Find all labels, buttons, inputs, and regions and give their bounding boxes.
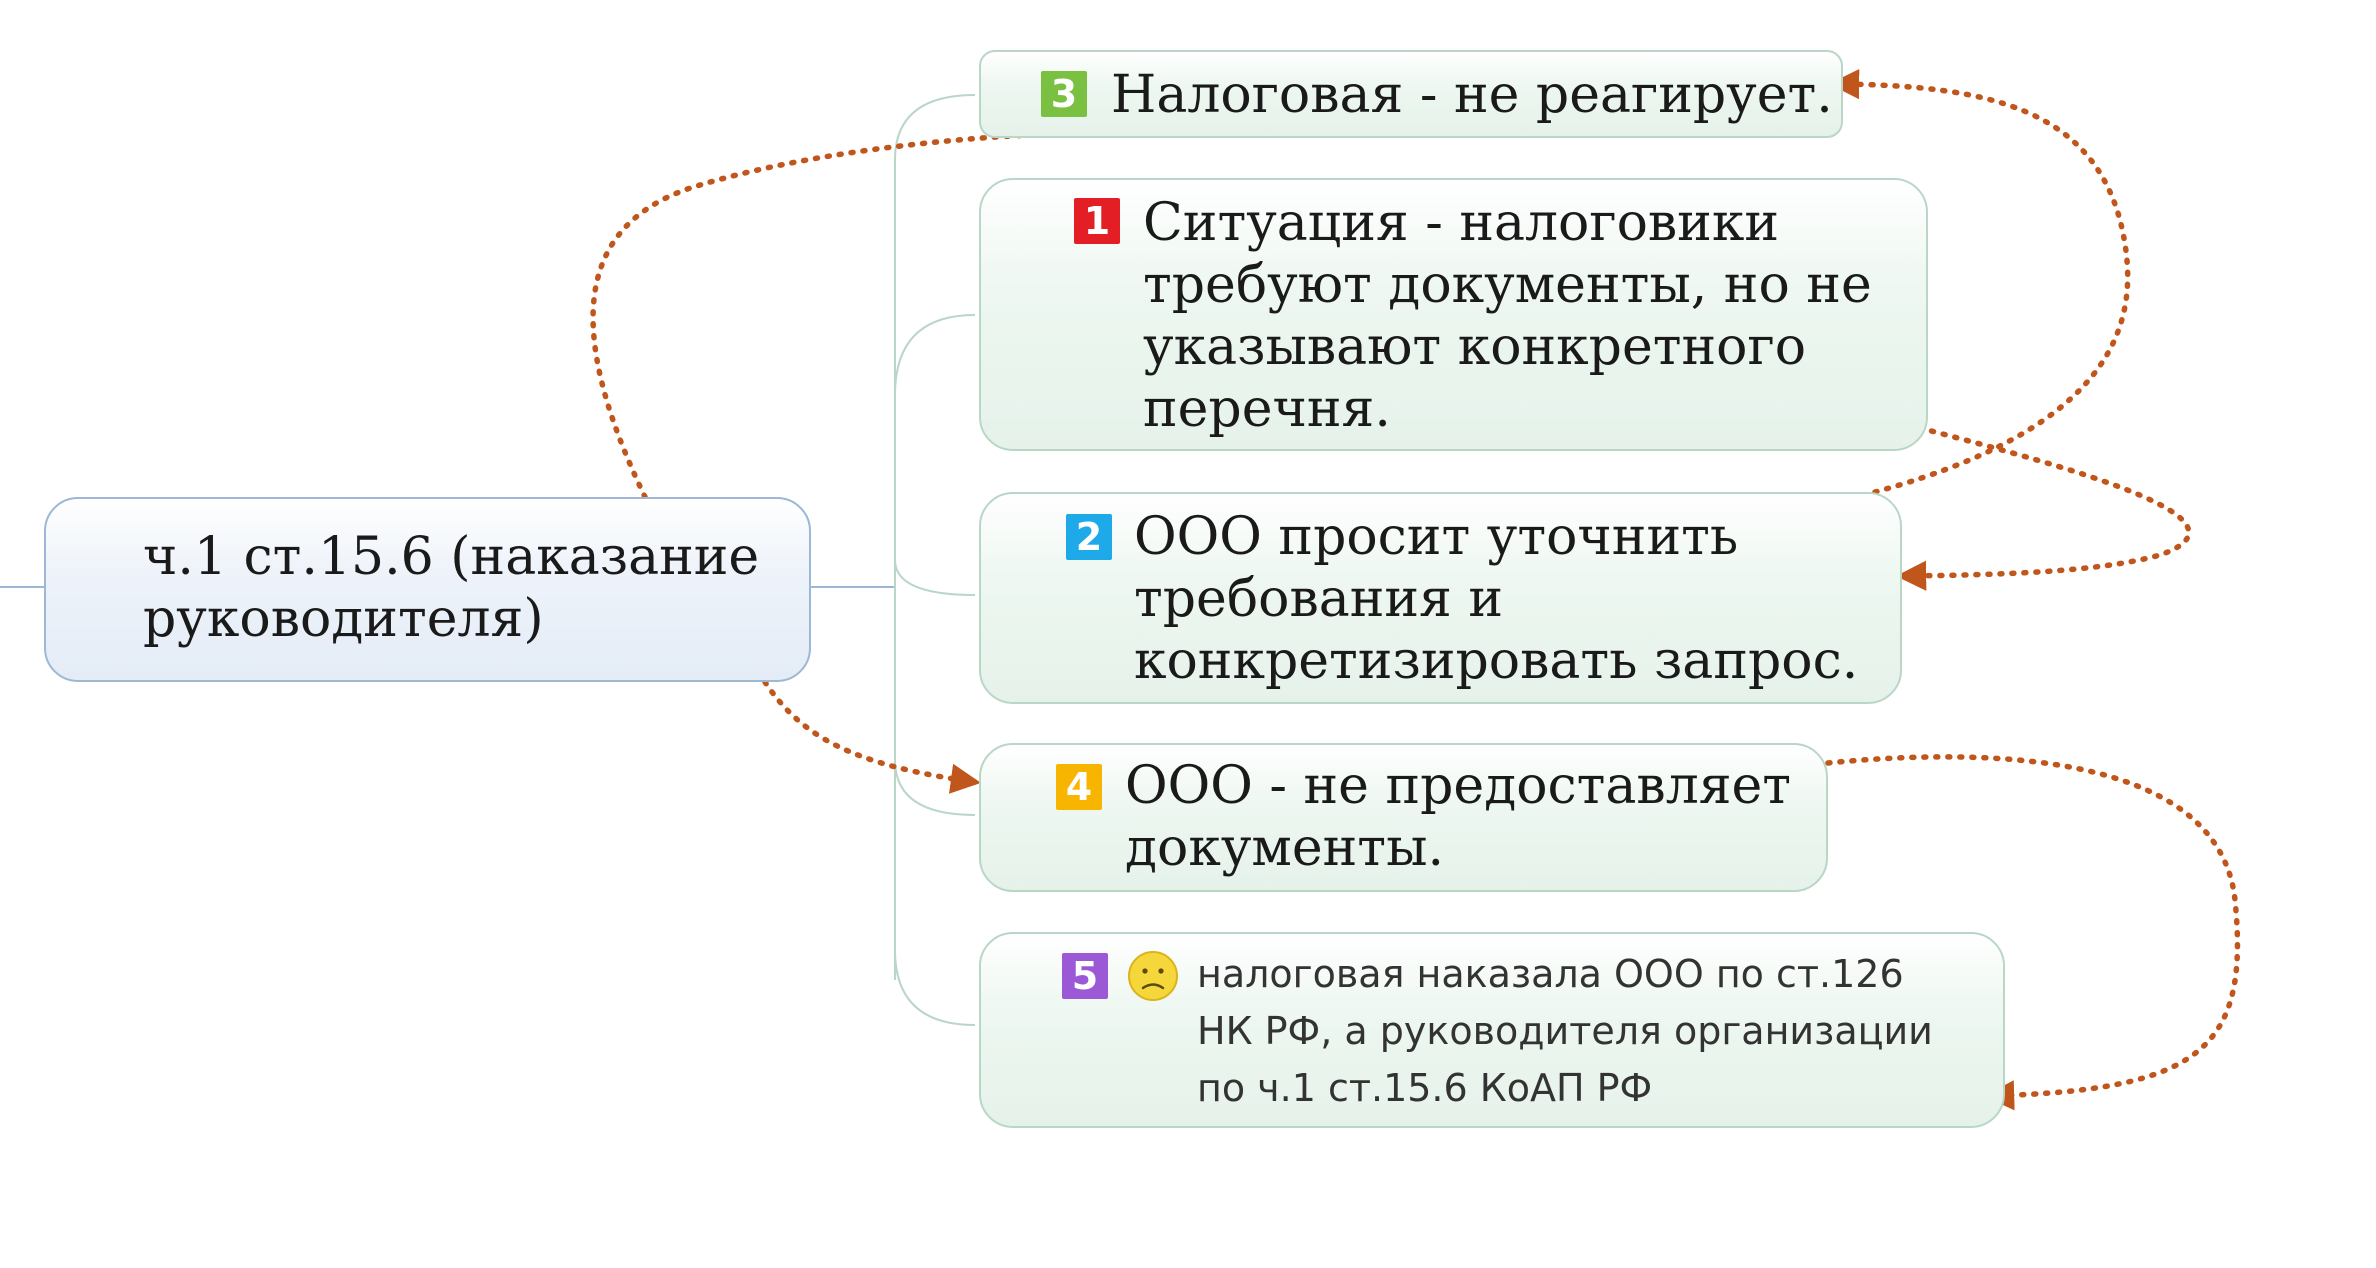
priority-4-icon: 4 — [1056, 764, 1102, 810]
relationship-topic-2-to-topic-3 — [1828, 69, 2131, 495]
central-topic-label: ч.1 ст.15.6 (наказание руководителя) — [143, 527, 760, 649]
topic-5-label: налоговая наказала ООО по ст.126 НК РФ, … — [1197, 952, 1933, 1110]
topic-3-label: Налоговая - не реагирует. — [1111, 65, 1833, 125]
sad-face-icon — [1128, 951, 1178, 1001]
topic-4[interactable]: 4 ООО - не предоставляет документы. — [979, 743, 1828, 892]
topic-4-label: ООО - не предоставляет документы. — [1125, 756, 1792, 878]
priority-3-icon: 3 — [1041, 71, 1087, 117]
topic-1[interactable]: 1 Ситуация - налоговики требуют документ… — [979, 178, 1928, 451]
topic-1-label: Ситуация - налоговики требуют документы,… — [1143, 193, 1872, 439]
branch-line-topic-2 — [894, 559, 976, 596]
relationship-central-to-topic-3 — [590, 132, 1033, 500]
branch-line-topic-3 — [894, 94, 976, 161]
relationship-central-to-topic-4 — [762, 679, 981, 794]
topic-2[interactable]: 2 ООО просит уточнить требования и конкр… — [979, 492, 1902, 704]
relationship-topic-4-to-topic-5 — [1825, 754, 2241, 1111]
priority-5-icon: 5 — [1062, 953, 1108, 999]
topic-3[interactable]: 3 Налоговая - не реагирует. — [979, 50, 1843, 138]
topic-5[interactable]: 5 налоговая наказала ООО по ст.126 НК РФ… — [979, 932, 2005, 1128]
priority-1-icon: 1 — [1074, 198, 1120, 244]
branch-line-topic-5 — [894, 949, 976, 1026]
priority-2-icon: 2 — [1066, 514, 1112, 560]
branch-line-topic-1 — [894, 314, 976, 396]
relationship-topic-1-to-topic-2 — [1895, 425, 2192, 591]
topic-2-label: ООО просит уточнить требования и конкрет… — [1134, 507, 1859, 691]
central-topic[interactable]: ч.1 ст.15.6 (наказание руководителя) — [44, 497, 811, 682]
branch-line-topic-4 — [894, 759, 976, 816]
